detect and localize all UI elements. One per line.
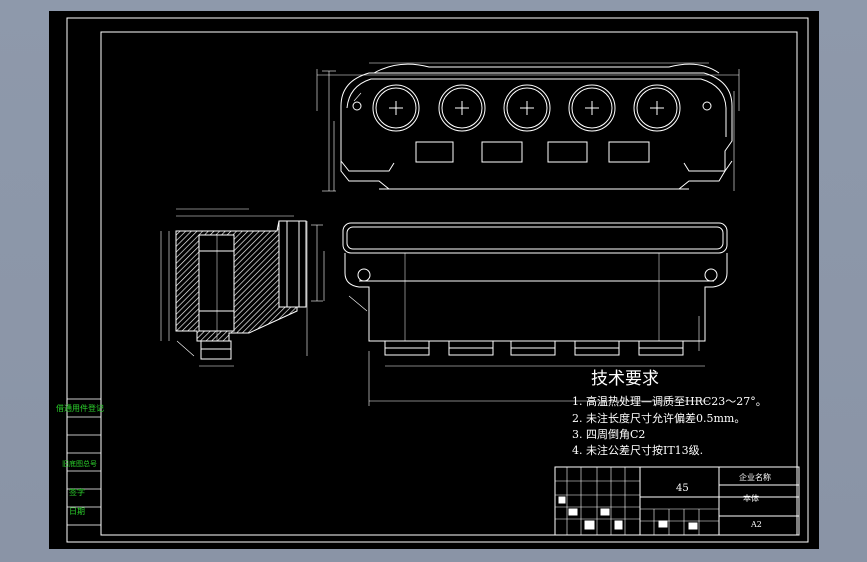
margin-label-4: 日期 xyxy=(69,507,85,516)
inner-frame xyxy=(100,31,798,536)
note-item-4: 4. 未注公差尺寸按IT13级. xyxy=(572,443,703,457)
title-block xyxy=(554,466,800,536)
front-view xyxy=(316,62,740,192)
margin-registration xyxy=(66,398,102,526)
sheet-size-cell: A2 xyxy=(750,520,762,529)
notes-heading: 技术要求 xyxy=(591,369,659,389)
note-item-1: 1. 高温热处理—调质至HRC23～27°。 xyxy=(572,394,767,408)
material-cell: 45 xyxy=(676,483,689,494)
margin-label-3: 签字 xyxy=(69,487,85,497)
section-view xyxy=(160,208,308,367)
margin-label-1: 借通用件登记 xyxy=(56,403,104,413)
margin-label-2: 旧底图总号 xyxy=(62,459,97,468)
note-item-3: 3. 四周倒角C2 xyxy=(572,428,645,441)
technical-notes: 技术要求 1. 高温热处理—调质至HRC23～27°。 2. 未注长度尺寸允许偏… xyxy=(572,369,767,457)
drawing-sheet[interactable]: 技术要求 1. 高温热处理—调质至HRC23～27°。 2. 未注长度尺寸允许偏… xyxy=(49,11,819,549)
note-item-2: 2. 未注长度尺寸允许偏差0.5mm。 xyxy=(572,411,745,425)
port-row xyxy=(384,340,684,356)
outer-frame xyxy=(66,17,809,543)
drawing-canvas: 技术要求 1. 高温热处理—调质至HRC23～27°。 2. 未注长度尺寸允许偏… xyxy=(56,17,809,543)
company-cell: 企业名称 xyxy=(739,472,771,482)
top-view xyxy=(311,222,728,406)
part-name-cell: 本体 xyxy=(743,493,759,503)
